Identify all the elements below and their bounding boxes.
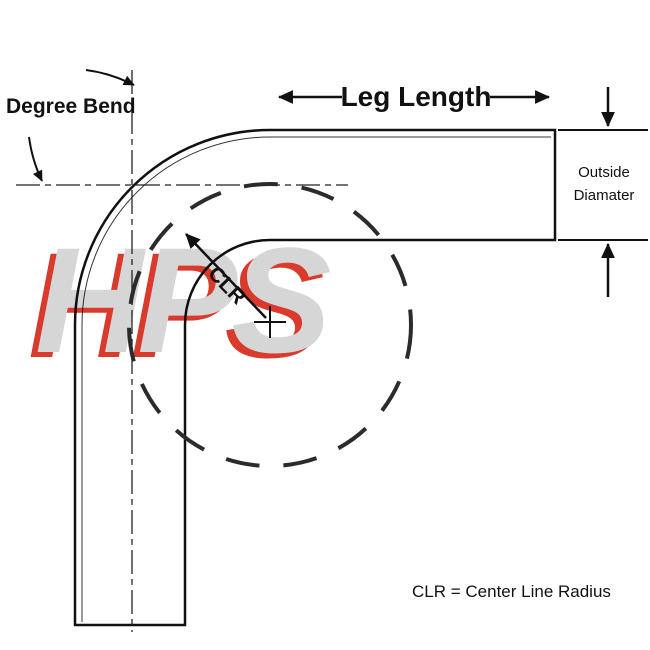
outside-diameter-label-line2: Diamater bbox=[574, 187, 635, 204]
degree-bend-annotation: Degree Bend bbox=[6, 69, 136, 182]
clr-legend-text: CLR = Center Line Radius bbox=[412, 582, 611, 601]
watermark: HPS HPS bbox=[28, 216, 336, 389]
leg-length-dimension: Leg Length bbox=[277, 81, 551, 112]
watermark-red-shadow: HPS bbox=[28, 221, 323, 389]
pipe-outline bbox=[73, 128, 557, 627]
degree-bend-label: Degree Bend bbox=[6, 95, 136, 118]
watermark-text: HPS bbox=[35, 216, 330, 384]
outside-diameter-label-line1: Outside bbox=[578, 164, 630, 181]
degree-bend-arc-top bbox=[85, 69, 135, 86]
clr-dashed-circle bbox=[127, 182, 413, 468]
pipe-elbow bbox=[73, 128, 557, 627]
clr-radius-arrow bbox=[185, 233, 267, 319]
leg-length-label: Leg Length bbox=[341, 81, 492, 112]
center-cross bbox=[254, 306, 286, 338]
degree-bend-arc-left bbox=[28, 136, 43, 182]
outside-diameter-dimension: Outside Diamater bbox=[558, 87, 648, 297]
pipe-wall-highlight-line bbox=[81, 136, 551, 622]
